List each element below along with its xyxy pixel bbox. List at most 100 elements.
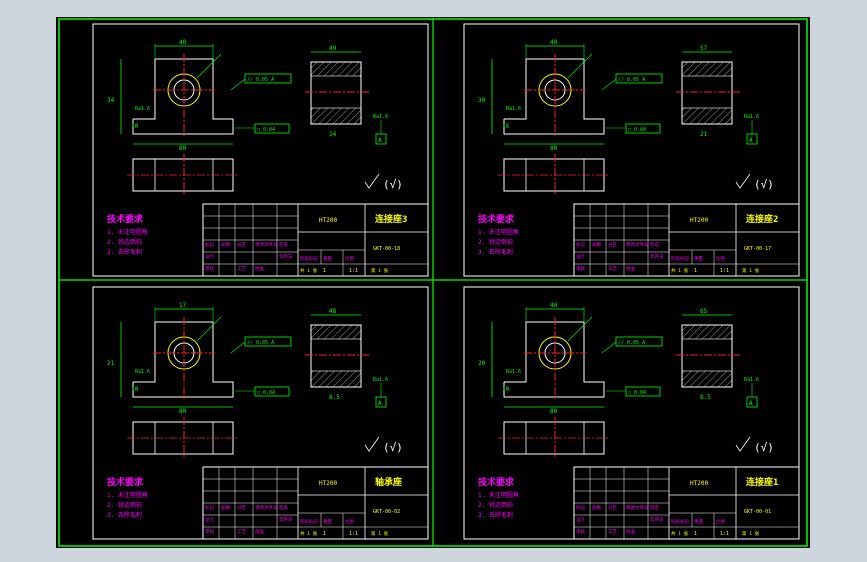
- roughness-ra: Ra1.6: [506, 369, 521, 375]
- notes-title: 技术要求: [478, 476, 515, 488]
- tb-part-name: 连接座3: [375, 213, 407, 225]
- dim-top-width: 40: [550, 39, 558, 46]
- tb-drawing-no: GKT-00-01: [744, 509, 771, 515]
- drawing-sheet-tl: 40 80 34 10 Ra1.6 // 0.05 A □ 0.04 49 14…: [92, 23, 429, 277]
- tolerance-top-text: // 0.05 A: [247, 77, 274, 83]
- dim-side: 48: [329, 308, 337, 315]
- dim-inner: 10: [502, 386, 510, 393]
- tb-c10: 阶段标记: [300, 518, 318, 525]
- tb-part-name: 连接座2: [746, 213, 778, 225]
- front-view: 40 80 30 15 Ra1.6: [478, 39, 605, 152]
- tolerance-frames: // 0.05 A □ 0.04: [230, 336, 292, 397]
- roughness-check: [735, 173, 751, 189]
- tb-material: HT200: [319, 480, 337, 487]
- roughness-mark: (√): [754, 178, 774, 191]
- tb-c8: 审核: [205, 265, 214, 272]
- side-view: 48 8.5 Ra1.6 A: [305, 308, 388, 408]
- top-view: [127, 417, 239, 459]
- tb-qty: 1: [323, 531, 326, 537]
- roughness-ra2: Ra1.6: [744, 114, 759, 120]
- tb-c4: 更改文件号: [626, 241, 649, 248]
- tb-c6: 年月日: [650, 253, 664, 260]
- tb-c3: 分区: [608, 504, 617, 511]
- tb-c8: 审核: [205, 528, 214, 535]
- roughness-ra2: Ra1.6: [373, 377, 388, 383]
- tolerance-frame-bottom: [254, 386, 290, 397]
- tb-c6: 年月日: [650, 516, 664, 523]
- leader-line: [601, 78, 617, 91]
- top-view: [498, 417, 610, 459]
- datum-label: A: [749, 400, 753, 407]
- dim-inner: 10: [131, 123, 139, 130]
- tolerance-frames: // 0.05 A □ 0.04: [601, 336, 663, 397]
- front-view: 40 80 34 10 Ra1.6: [107, 39, 234, 152]
- section-hatch-bottom: [681, 370, 733, 388]
- tb-c9: 工艺: [237, 266, 246, 272]
- section-hatch-top: [310, 61, 362, 77]
- drawing-canvas[interactable]: 40 80 34 10 Ra1.6 // 0.05 A □ 0.04 49 14…: [56, 17, 810, 548]
- roughness-symbol: (√): [364, 436, 403, 454]
- dim-top-width: 17: [179, 302, 187, 309]
- tb-c9: 工艺: [608, 529, 617, 535]
- tb-c13: 批准: [626, 528, 635, 535]
- tb-sheet: 第 1 张: [371, 267, 389, 274]
- dim-top-width: 40: [179, 39, 187, 46]
- roughness-ra2: Ra1.6: [373, 114, 388, 120]
- dim-inner: 10: [131, 386, 139, 393]
- roughness-ra2: Ra1.6: [744, 377, 759, 383]
- tb-c5: 签名: [279, 504, 288, 511]
- tb-c10: 阶段标记: [671, 255, 689, 262]
- tb-c7: 设计: [576, 253, 585, 260]
- tb-c6: 年月日: [279, 253, 293, 260]
- roughness-ra: Ra1.6: [506, 106, 521, 112]
- tb-drawing-no: GKT-00-02: [373, 509, 400, 515]
- tb-sheets: 共 1 张: [671, 267, 689, 274]
- dim-side: 57: [700, 45, 708, 52]
- roughness-check: [364, 436, 380, 452]
- dim-top-width: 40: [550, 302, 558, 309]
- title-block: 标记 处数 分区 更改文件号 签名 年月日 设计 审核 工艺 阶段标记 重量 比…: [202, 466, 429, 540]
- sheet-border: [463, 286, 800, 540]
- sheet-border: [92, 23, 429, 277]
- notes-line-1: 1. 未注明圆角: [478, 491, 519, 499]
- tolerance-bottom-text: □ 0.04: [628, 390, 646, 396]
- sheet-border: [463, 23, 800, 277]
- drawing-sheet-br: 40 80 20 10 Ra1.6 // 0.05 A □ 0.04 65 8.…: [463, 286, 800, 540]
- tb-qty: 1: [694, 268, 697, 274]
- tb-c5: 签名: [279, 241, 288, 248]
- notes-line-3: 3. 去除毛刺: [478, 248, 513, 256]
- tb-drawing-no: GKT-00-17: [744, 246, 771, 252]
- top-view: [127, 154, 239, 196]
- tb-c3: 分区: [237, 241, 246, 248]
- dim-bottom-width: 80: [550, 408, 558, 415]
- tb-c1: 标记: [576, 241, 585, 248]
- tech-notes: 技术要求 1. 未注明圆角 2. 锐边倒钝 3. 去除毛刺: [478, 213, 519, 256]
- front-outline: [503, 321, 605, 398]
- side-view: 57 21 Ra1.6 A: [676, 45, 759, 145]
- tb-scale: 1:1: [720, 268, 729, 274]
- tb-material: HT200: [319, 217, 337, 224]
- front-view: 40 80 20 10 Ra1.6: [478, 302, 605, 415]
- notes-line-3: 3. 去除毛刺: [478, 511, 513, 519]
- notes-line-2: 2. 锐边倒钝: [107, 501, 142, 509]
- tb-c8: 审核: [576, 528, 585, 535]
- tolerance-frame-top: [615, 336, 663, 347]
- tb-qty: 1: [694, 531, 697, 537]
- leader-line: [567, 316, 593, 342]
- tb-c2: 处数: [221, 241, 230, 248]
- leader-line: [567, 53, 593, 79]
- notes-line-2: 2. 锐边倒钝: [107, 238, 142, 246]
- notes-title: 技术要求: [107, 476, 144, 488]
- dim-d2: 8.5: [329, 394, 340, 401]
- notes-line-3: 3. 去除毛刺: [107, 248, 142, 256]
- dim-side: 49: [329, 45, 337, 52]
- tb-c9: 工艺: [608, 266, 617, 272]
- tech-notes: 技术要求 1. 未注明圆角 2. 锐边倒钝 3. 去除毛刺: [478, 476, 519, 519]
- tolerance-frame-top: [244, 73, 292, 84]
- dim-bottom-width: 80: [179, 145, 187, 152]
- tb-c4: 更改文件号: [626, 504, 649, 511]
- tolerance-frame-top: [244, 336, 292, 347]
- roughness-symbol: (√): [735, 173, 774, 191]
- tb-c7: 设计: [205, 253, 214, 260]
- tb-sheets: 共 1 张: [671, 530, 689, 537]
